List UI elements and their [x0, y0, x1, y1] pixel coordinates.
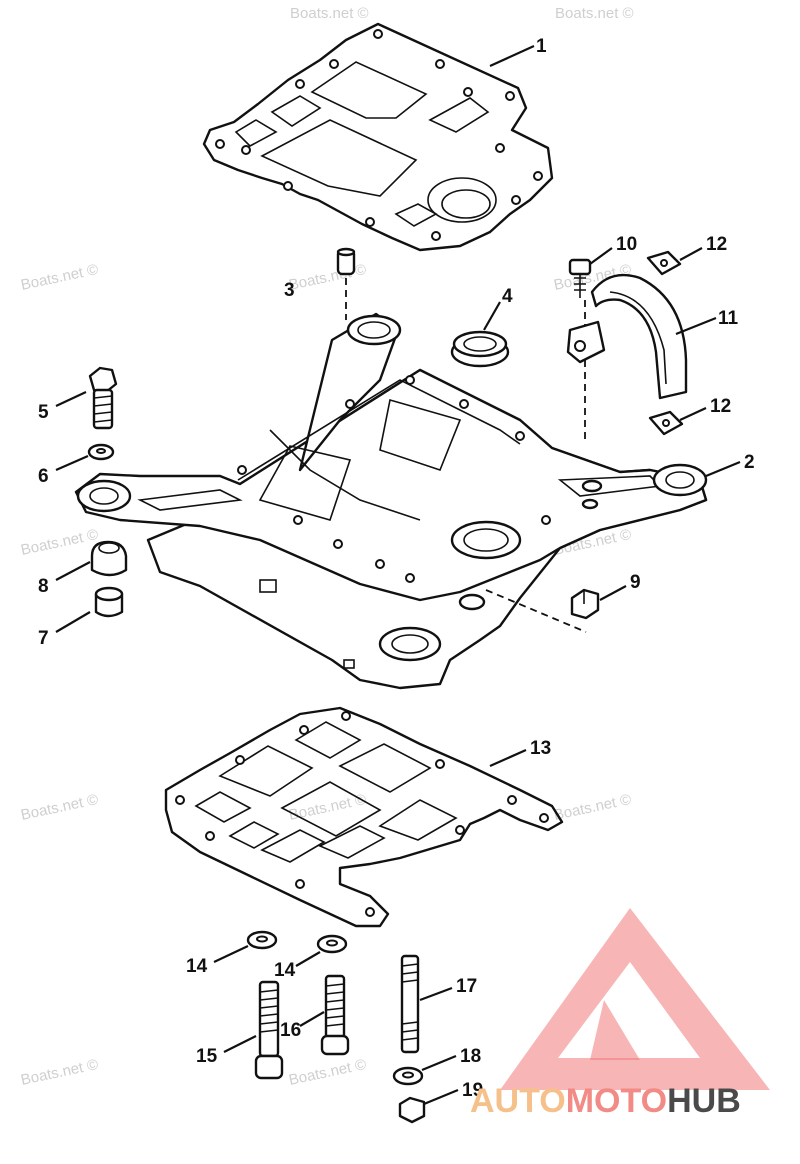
- callout-3: 3: [284, 280, 295, 301]
- logo-auto: AUTO: [470, 1082, 566, 1120]
- callout-14: 14: [186, 956, 208, 977]
- watermark: Boats.net ©: [287, 1056, 367, 1089]
- logo-hub: HUB: [667, 1082, 741, 1120]
- callout-2: 2: [744, 452, 755, 473]
- callout-8: 8: [38, 576, 49, 597]
- watermark: Boats.net ©: [19, 261, 99, 294]
- watermark: Boats.net ©: [555, 5, 634, 22]
- watermark: Boats.net ©: [19, 791, 99, 824]
- watermark: Boats.net ©: [290, 5, 369, 22]
- leader-lines: [55, 44, 741, 1106]
- callout-15: 15: [196, 1046, 218, 1067]
- callout-18: 18: [460, 1046, 481, 1067]
- callout-5: 5: [38, 402, 49, 423]
- callout-13: 13: [530, 738, 551, 759]
- callout-16: 16: [280, 1020, 301, 1041]
- dowel-pin: [336, 247, 356, 320]
- mount-bushing: [90, 540, 128, 618]
- callout-14: 14: [274, 960, 296, 981]
- callout-12: 12: [706, 234, 727, 255]
- callout-9: 9: [630, 572, 641, 593]
- watermark: Boats.net ©: [287, 261, 367, 294]
- adaptor-plate: [74, 312, 708, 690]
- callout-6: 6: [38, 466, 49, 487]
- logo-mark: [500, 908, 770, 1090]
- callout-19: 19: [462, 1080, 483, 1101]
- automotohub-logo: AUTOMOTOHUB: [470, 908, 770, 1120]
- callout-labels: 1 2 3 4 5 6 7 8 9 10 11 12 12 13 14 14 1…: [38, 36, 755, 1101]
- callout-1: 1: [536, 36, 547, 57]
- bracket-assembly: [566, 250, 688, 440]
- logo-moto: MOTO: [566, 1082, 667, 1120]
- callout-7: 7: [38, 628, 49, 649]
- watermark: Boats.net ©: [19, 526, 99, 559]
- callout-11: 11: [718, 308, 739, 329]
- callout-17: 17: [456, 976, 477, 997]
- logo-text: AUTOMOTOHUB: [470, 1082, 741, 1120]
- lower-gasket: [164, 706, 564, 928]
- callout-10: 10: [616, 234, 637, 255]
- callout-4: 4: [502, 286, 513, 307]
- upper-gasket: [202, 22, 554, 252]
- watermark: Boats.net ©: [19, 1056, 99, 1089]
- lower-fasteners: [246, 930, 426, 1124]
- seal: [450, 330, 510, 368]
- bolt-washer-left: [87, 366, 118, 461]
- watermark: Boats.net ©: [552, 791, 632, 824]
- callout-12: 12: [710, 396, 731, 417]
- nut-right: [570, 588, 600, 620]
